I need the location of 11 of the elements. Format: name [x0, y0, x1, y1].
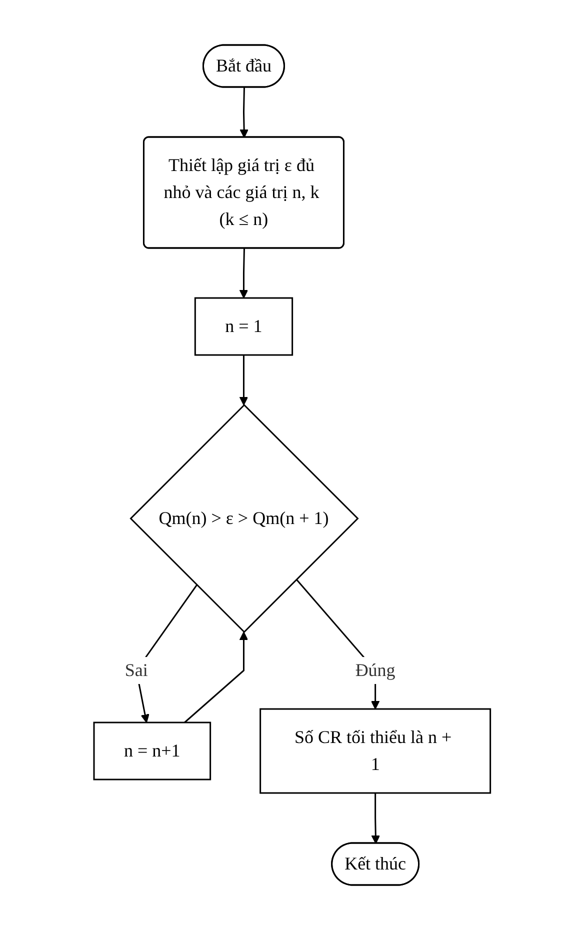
arrow [239, 355, 248, 406]
arrow [371, 793, 380, 844]
arrow [184, 632, 248, 724]
node-box: Số CR tối thiểu là n + 1 [259, 708, 491, 794]
node-diamond: Qm(n) > ε > Qm(n + 1) [130, 404, 359, 634]
arrow [240, 87, 248, 138]
edge-label: Đúng [355, 660, 396, 680]
node-box: n = 1 [194, 297, 293, 356]
node-box: n = n+1 [93, 722, 211, 780]
edge-label: Sai [124, 660, 148, 680]
arrow [239, 248, 248, 298]
